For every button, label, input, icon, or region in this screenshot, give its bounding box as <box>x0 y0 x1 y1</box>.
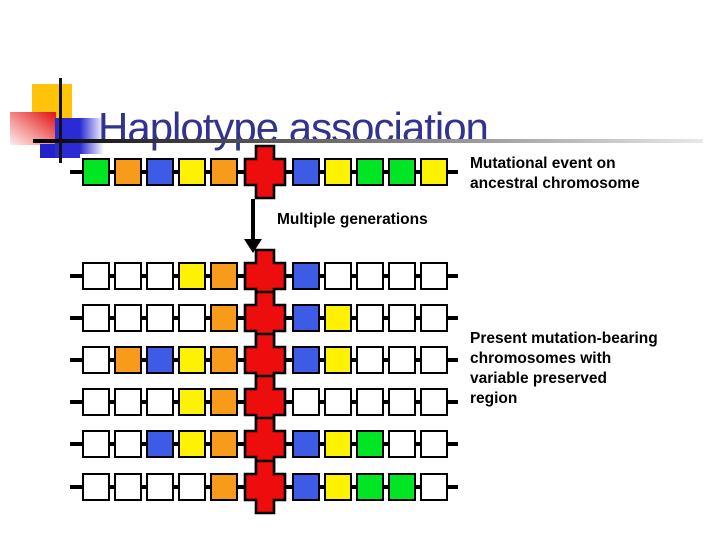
marker-square-yellow <box>178 388 206 416</box>
marker-square-white <box>114 430 142 458</box>
marker-square-white <box>420 388 448 416</box>
slide-title: Haplotype association <box>98 104 489 152</box>
marker-square-white <box>146 388 174 416</box>
marker-square-green <box>388 473 416 501</box>
marker-square-yellow <box>178 262 206 290</box>
marker-square-yellow <box>420 158 448 186</box>
marker-square-white <box>178 304 206 332</box>
marker-square-blue <box>292 430 320 458</box>
marker-square-blue <box>146 430 174 458</box>
marker-square-green <box>388 158 416 186</box>
marker-square-blue <box>292 304 320 332</box>
marker-square-orange <box>210 304 238 332</box>
marker-square-white <box>388 262 416 290</box>
marker-square-yellow <box>324 430 352 458</box>
marker-square-blue <box>292 158 320 186</box>
descendant-chromosome-row <box>70 290 458 346</box>
marker-square-white <box>420 304 448 332</box>
marker-square-yellow <box>178 158 206 186</box>
descendant-chromosome-row <box>70 248 458 304</box>
marker-square-white <box>324 262 352 290</box>
decoration-vertical-line <box>59 78 62 163</box>
marker-square-white <box>292 388 320 416</box>
marker-square-white <box>356 388 384 416</box>
marker-square-white <box>356 304 384 332</box>
marker-square-white <box>388 388 416 416</box>
generations-arrow-line <box>251 199 255 240</box>
marker-square-white <box>420 430 448 458</box>
marker-square-white <box>178 473 206 501</box>
marker-square-orange <box>210 158 238 186</box>
marker-square-yellow <box>324 346 352 374</box>
mutation-cross-icon <box>243 459 287 515</box>
marker-square-blue <box>292 473 320 501</box>
decoration-blue-small-square <box>40 144 58 158</box>
marker-square-white <box>420 473 448 501</box>
marker-square-yellow <box>324 473 352 501</box>
marker-square-yellow <box>178 346 206 374</box>
marker-square-white <box>114 388 142 416</box>
marker-square-orange <box>210 473 238 501</box>
mutational-event-label: Mutational event on ancestral chromosome <box>470 155 640 192</box>
marker-square-white <box>388 346 416 374</box>
marker-square-orange <box>210 262 238 290</box>
marker-square-green <box>356 473 384 501</box>
multiple-generations-label: Multiple generations <box>277 211 428 228</box>
marker-square-white <box>146 304 174 332</box>
marker-square-green <box>356 430 384 458</box>
marker-square-white <box>146 473 174 501</box>
present-mutation-label: Present mutation-bearing chromosomes wit… <box>470 330 658 407</box>
marker-square-white <box>388 304 416 332</box>
marker-square-white <box>114 262 142 290</box>
marker-square-blue <box>292 262 320 290</box>
marker-square-white <box>324 388 352 416</box>
marker-square-yellow <box>178 430 206 458</box>
marker-square-white <box>82 346 110 374</box>
descendant-chromosome-row <box>70 332 458 388</box>
marker-square-orange <box>210 430 238 458</box>
marker-square-orange <box>114 158 142 186</box>
marker-square-green <box>356 158 384 186</box>
marker-square-white <box>82 262 110 290</box>
marker-square-white <box>82 473 110 501</box>
descendant-chromosome-row <box>70 374 458 430</box>
title-underline-rule <box>33 139 703 143</box>
marker-square-white <box>114 473 142 501</box>
marker-square-white <box>114 304 142 332</box>
marker-square-green <box>82 158 110 186</box>
marker-square-blue <box>146 158 174 186</box>
marker-square-yellow <box>324 158 352 186</box>
marker-square-yellow <box>324 304 352 332</box>
marker-square-white <box>146 262 174 290</box>
marker-square-white <box>82 304 110 332</box>
descendant-chromosome-row <box>70 416 458 472</box>
marker-square-white <box>356 346 384 374</box>
marker-square-white <box>420 262 448 290</box>
decoration-blue-fade <box>80 118 104 154</box>
marker-square-white <box>82 388 110 416</box>
marker-square-white <box>420 346 448 374</box>
ancestral-chromosome-row <box>70 144 458 200</box>
marker-square-blue <box>146 346 174 374</box>
marker-square-orange <box>210 388 238 416</box>
marker-square-orange <box>210 346 238 374</box>
marker-square-white <box>388 430 416 458</box>
mutation-cross-icon <box>243 144 287 200</box>
marker-square-white <box>82 430 110 458</box>
descendant-chromosome-row <box>70 459 458 515</box>
marker-square-white <box>356 262 384 290</box>
marker-square-blue <box>292 346 320 374</box>
marker-square-orange <box>114 346 142 374</box>
